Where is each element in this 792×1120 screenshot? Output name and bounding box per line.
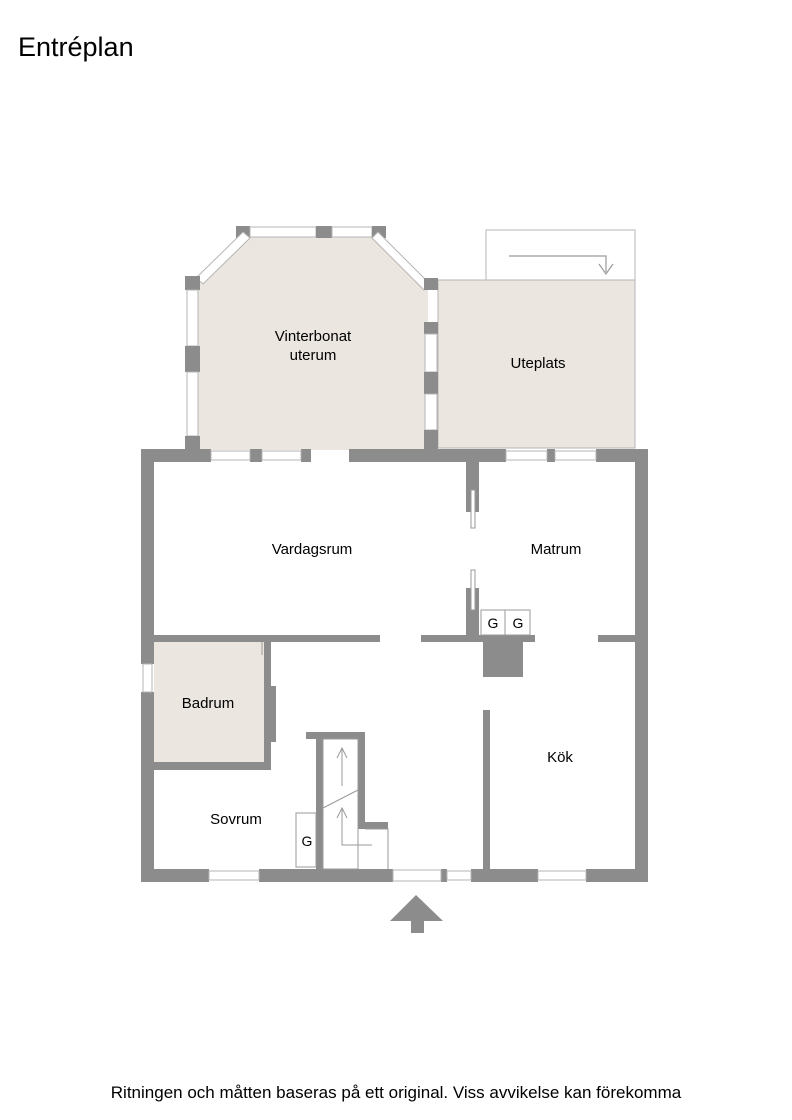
page-title: Entréplan <box>18 32 134 62</box>
label-matrum: Matrum <box>531 541 582 558</box>
label-vinterbonat-2: uterum <box>290 347 337 364</box>
label-kok: Kök <box>547 749 573 766</box>
label-vinterbonat-1: Vinterbonat <box>275 328 352 345</box>
label-vardagsrum: Vardagsrum <box>272 541 353 558</box>
terrace-floor <box>438 280 635 448</box>
entrance-door-gap <box>392 869 442 882</box>
label-g-3: G <box>302 833 313 849</box>
label-g-2: G <box>513 615 524 631</box>
sunroom-walls <box>185 226 438 450</box>
bathroom-floor <box>154 642 264 762</box>
appliance-boxes <box>295 609 531 868</box>
turn-arrow-icon <box>509 255 614 276</box>
interior-walls <box>154 462 635 869</box>
chimney <box>483 642 523 677</box>
label-sovrum: Sovrum <box>210 811 262 828</box>
terrace-outline <box>437 229 636 449</box>
floor-plan: Vinterbonat uterum Uteplats Vardagsrum M… <box>141 226 648 933</box>
up-arrow-icon <box>336 746 372 846</box>
windows <box>142 450 597 881</box>
entrance-arrow-icon <box>390 895 443 933</box>
thin-lines <box>261 489 476 655</box>
disclaimer-text: Ritningen och måtten baseras på ett orig… <box>110 1083 682 1102</box>
label-uteplats: Uteplats <box>510 355 565 372</box>
label-badrum: Badrum <box>182 695 235 712</box>
sunroom-floor <box>191 232 428 450</box>
label-g-1: G <box>488 615 499 631</box>
exterior-walls <box>141 449 648 882</box>
staircase <box>322 738 389 870</box>
